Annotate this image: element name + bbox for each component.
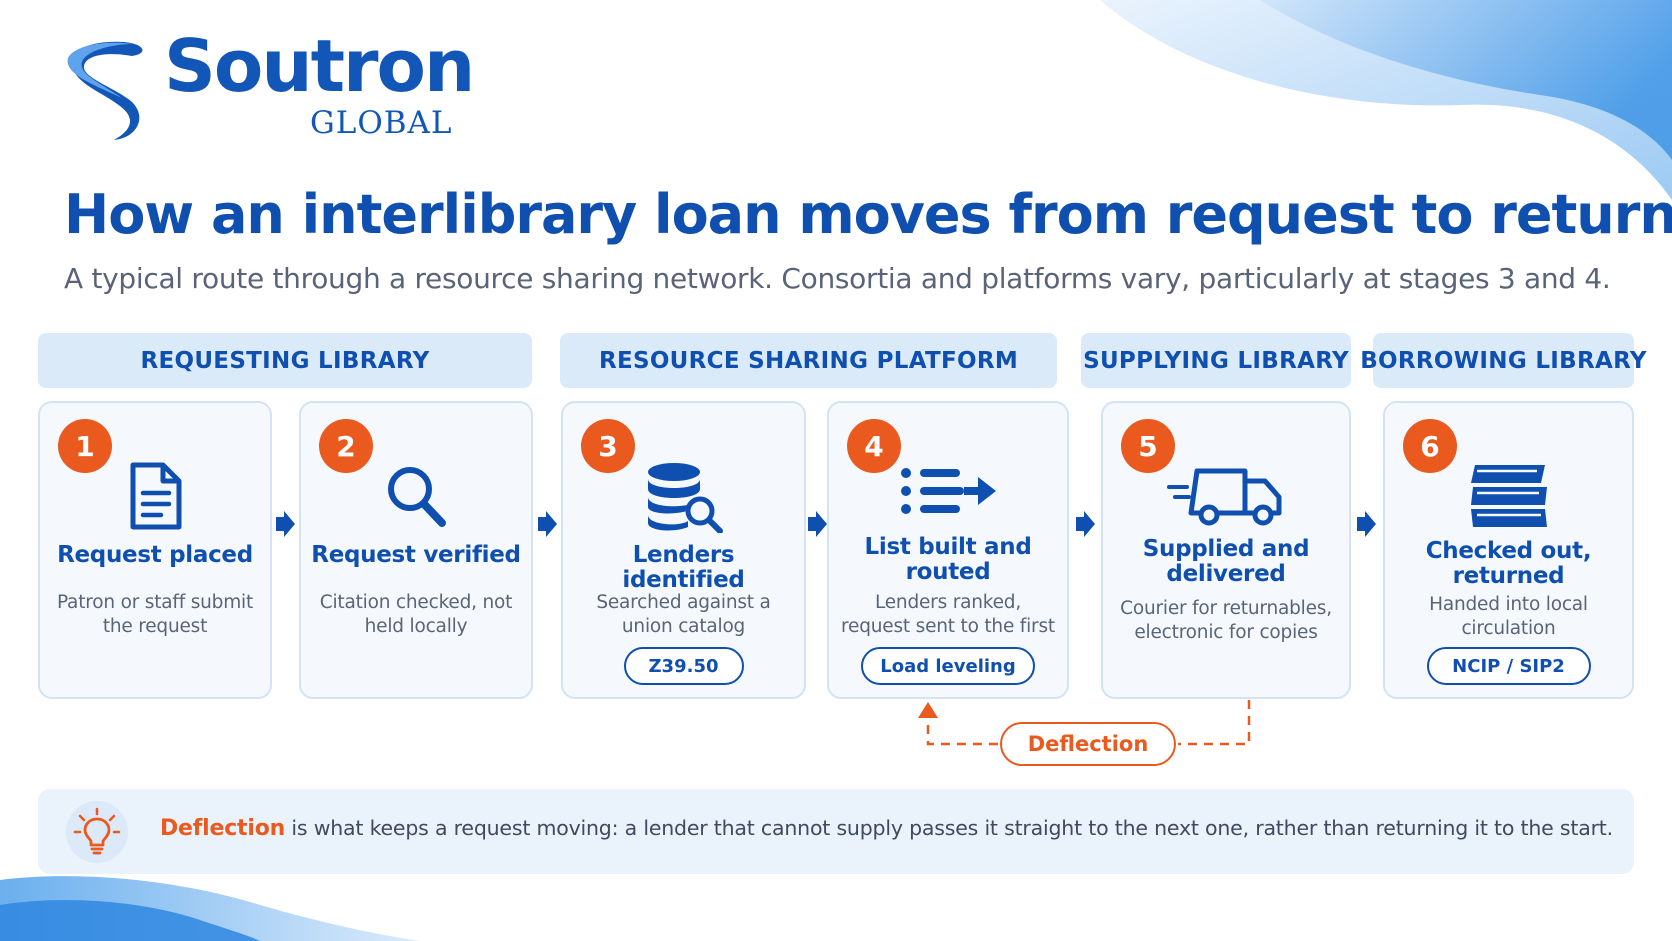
step-number-badge: 1: [58, 419, 112, 473]
step-title: Supplied and delivered: [1142, 536, 1310, 587]
brand-subname: GLOBAL: [310, 105, 453, 141]
database-search-icon: [647, 463, 723, 533]
note-body: is what keeps a request moving: a lender…: [285, 816, 1613, 840]
lightbulb-icon: [66, 801, 128, 863]
step-card-3: 3 Lenders identified Searched against a …: [561, 401, 806, 699]
note-text: Deflection is what keeps a request movin…: [160, 816, 1613, 841]
brand-name: Soutron: [164, 24, 475, 108]
step-card-2: 2 Request verified Citation checked, not…: [299, 401, 533, 699]
step-description: Patron or staff submit the request: [56, 592, 254, 638]
list-route-icon: [901, 468, 996, 514]
protocol-tag: NCIP / SIP2: [1426, 647, 1591, 685]
step-number-badge: 6: [1403, 419, 1457, 473]
step-card-1: 1 Request placed Patron or staff submit …: [38, 401, 272, 699]
flow-arrow-icon: [1076, 511, 1095, 537]
step-description: Handed into local circulation: [1429, 594, 1588, 640]
page-subtitle: A typical route through a resource shari…: [64, 262, 1611, 295]
document-icon: [130, 462, 182, 530]
step-description: Searched against a union catalog: [596, 592, 771, 638]
page-title: How an interlibrary loan moves from requ…: [64, 183, 1672, 246]
method-tag: Load leveling: [861, 647, 1035, 685]
flow-arrow-icon: [808, 511, 827, 537]
books-icon: [1470, 465, 1547, 527]
step-number-badge: 3: [581, 419, 635, 473]
flow-arrow-icon: [276, 511, 295, 537]
flow-arrow-icon: [538, 511, 557, 537]
step-number-badge: 4: [847, 419, 901, 473]
swoosh-logo-icon: [67, 41, 143, 140]
step-title: Request placed: [57, 542, 253, 568]
lane-supplying-library: SUPPLYING LIBRARY: [1081, 333, 1351, 388]
step-card-6: 6 Checked out, returned Handed into loca…: [1383, 401, 1634, 699]
delivery-truck-icon: [1167, 468, 1282, 526]
step-description: Lenders ranked, request sent to the firs…: [841, 592, 1055, 638]
magnifier-icon: [388, 467, 446, 527]
step-title: Checked out, returned: [1425, 538, 1592, 589]
step-number-badge: 5: [1121, 419, 1175, 473]
protocol-tag: Z39.50: [623, 647, 744, 685]
lane-requesting-library: REQUESTING LIBRARY: [38, 333, 532, 388]
note-keyword: Deflection: [160, 816, 286, 841]
step-card-4: 4 List built and routed Lenders ranked, …: [827, 401, 1069, 699]
brand-logo: Soutron GLOBAL: [62, 30, 482, 146]
step-description: Courier for returnables, electronic for …: [1120, 598, 1332, 644]
step-title: Request verified: [311, 542, 521, 568]
step-card-5: 5 Supplied and delivered Courier for ret…: [1101, 401, 1351, 699]
step-number-badge: 2: [319, 419, 373, 473]
lane-borrowing-library: BORROWING LIBRARY: [1360, 333, 1646, 388]
deflection-note: Deflection is what keeps a request movin…: [38, 789, 1634, 874]
deflection-label: Deflection: [1000, 722, 1176, 766]
step-title: List built and routed: [864, 534, 1032, 585]
step-title: Lenders identified: [622, 542, 745, 593]
step-description: Citation checked, not held locally: [319, 592, 513, 638]
lane-resource-sharing-platform: RESOURCE SHARING PLATFORM: [560, 333, 1057, 388]
flow-arrow-icon: [1357, 511, 1376, 537]
